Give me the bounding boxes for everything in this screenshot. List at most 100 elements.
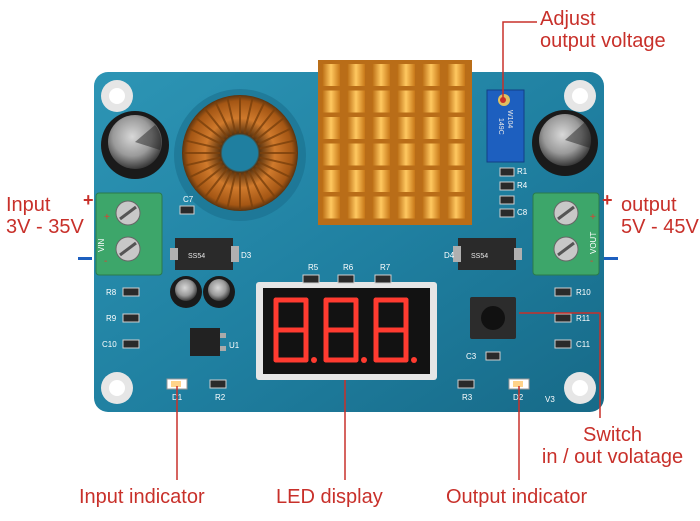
coil-winding [259, 156, 296, 167]
switch-label: Switch in / out volatage [541, 424, 684, 468]
heatsink-fin [447, 64, 465, 86]
svg-text:-: - [104, 256, 107, 267]
trimmer-pot-icon: W104 149C [486, 89, 525, 163]
adjust-voltage-label: Adjust output voltage [540, 8, 666, 52]
heatsink-fin [422, 143, 440, 166]
svg-text:C7: C7 [183, 195, 194, 204]
svg-text:R5: R5 [308, 263, 319, 272]
heatsink-fin [447, 143, 465, 166]
svg-text:VOUT: VOUT [589, 232, 598, 254]
heatsink-fin [447, 170, 465, 192]
svg-text:R11: R11 [576, 314, 591, 323]
heatsink-fin [322, 90, 340, 113]
coil-winding [247, 170, 266, 205]
display-decimal-point [311, 357, 317, 363]
coil-winding [184, 156, 221, 167]
coil-winding [214, 170, 233, 205]
coil-winding [257, 160, 292, 179]
heatsink-fin [372, 90, 390, 113]
coil-winding [214, 101, 233, 136]
svg-text:149C: 149C [497, 118, 504, 135]
output-terminal-icon: VOUT [532, 192, 600, 276]
small-capacitor-icons [170, 276, 235, 308]
heatsink-fin [422, 170, 440, 192]
callout-leaders [176, 21, 601, 480]
svg-text:+: + [590, 212, 596, 223]
silkscreen-labels: R5 R6 R7 R1 R4 C8 R8 R9 C10 R10 R11 C11 … [102, 167, 596, 404]
coil-winding [255, 116, 286, 142]
heatsink-fin [372, 143, 390, 166]
push-switch-icon [470, 297, 516, 339]
coil-winding [194, 116, 225, 142]
coil-winding [257, 127, 292, 146]
svg-text:R9: R9 [106, 314, 117, 323]
heatsink-fin [397, 117, 415, 139]
coil-winding [259, 139, 296, 150]
inductor-coil-icon [174, 89, 306, 221]
svg-text:R6: R6 [343, 263, 354, 272]
input-terminal-icon: VIN [95, 192, 163, 276]
u1-chip-icon [190, 328, 226, 356]
mounting-hole-icons [101, 80, 596, 404]
heatsink-fin [372, 64, 390, 86]
svg-text:+: + [104, 212, 110, 223]
heatsink-fin [347, 64, 365, 86]
svg-text:R7: R7 [380, 263, 391, 272]
svg-text:W104: W104 [506, 110, 513, 128]
svg-text:+: + [83, 190, 94, 210]
coil-winding [188, 160, 223, 179]
coil-winding [184, 139, 221, 150]
svg-text:R8: R8 [106, 288, 117, 297]
input-indicator-label: Input indicator [79, 486, 205, 508]
coil-winding [255, 164, 286, 190]
svg-text:D3: D3 [241, 251, 252, 260]
coil-winding [251, 107, 277, 138]
heatsink-fin [422, 64, 440, 86]
heatsink-fin [322, 170, 340, 192]
svg-text:VIN: VIN [97, 238, 106, 252]
svg-text:C10: C10 [102, 340, 117, 349]
coil-winding [243, 97, 254, 134]
svg-text:C3: C3 [466, 352, 477, 361]
display-decimal-point [361, 357, 367, 363]
coil-winding [226, 97, 237, 134]
heatsink-fin [347, 196, 365, 219]
heatsink-fin [447, 117, 465, 139]
capacitor-right-icon [532, 110, 598, 176]
heatsink-fin [447, 196, 465, 219]
coil-winding [194, 164, 225, 190]
heatsink-fin [422, 117, 440, 139]
coil-winding [203, 168, 229, 199]
heatsink-fin [322, 196, 340, 219]
svg-text:V3: V3 [545, 395, 555, 404]
heatsink-fin [372, 117, 390, 139]
svg-text:U1: U1 [229, 341, 240, 350]
smd-parts-icons [122, 167, 572, 389]
heatsink-fin [397, 64, 415, 86]
heatsink-fin [372, 196, 390, 219]
diode-d4-icon: SS54 [453, 238, 522, 270]
polarity-markers: + + [78, 190, 618, 260]
svg-text:R3: R3 [462, 393, 473, 402]
heatsink-fin [347, 143, 365, 166]
svg-text:R2: R2 [215, 393, 226, 402]
svg-text:R1: R1 [517, 167, 528, 176]
heatsink-fin [397, 196, 415, 219]
svg-text:R4: R4 [517, 181, 528, 190]
led-display-icon [256, 282, 437, 380]
heatsink-fin [347, 170, 365, 192]
led-display-label: LED display [276, 486, 383, 508]
heatsink-fin [422, 196, 440, 219]
coil-winding [203, 107, 229, 138]
coil-winding [247, 101, 266, 136]
heatsink-fin [397, 170, 415, 192]
heatsink-fin [397, 90, 415, 113]
heatsink-fin [347, 90, 365, 113]
heatsink-fin [322, 64, 340, 86]
coil-winding [243, 172, 254, 209]
input-label: Input 3V - 35V [6, 194, 84, 238]
heatsink-fin [422, 90, 440, 113]
heatsink-fin [397, 143, 415, 166]
